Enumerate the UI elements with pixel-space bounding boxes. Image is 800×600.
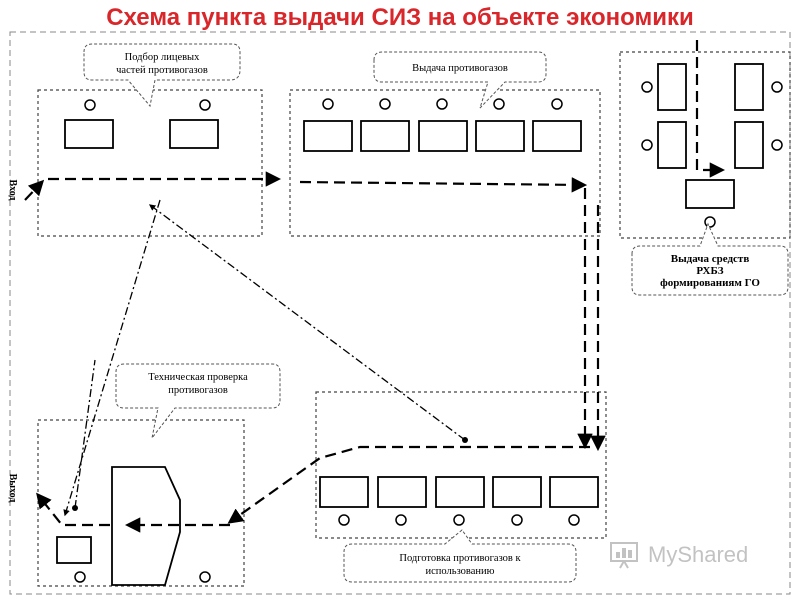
table <box>303 120 353 152</box>
seat-marker <box>436 98 448 110</box>
check-table <box>111 466 181 586</box>
table <box>64 119 114 149</box>
seat-marker <box>74 571 86 583</box>
seat-marker <box>453 514 465 526</box>
callout-mask-selection: Подбор лицевых частей противогазов <box>83 43 241 108</box>
callout-label: Техническая проверка <box>148 372 248 383</box>
callout-gasmask-issue: Выдача противогазов <box>373 51 547 109</box>
table <box>734 63 764 111</box>
seat-marker <box>493 98 505 110</box>
seat-marker <box>338 514 350 526</box>
seat-marker <box>199 571 211 583</box>
callout-label: противогазов <box>168 385 228 396</box>
callout-label: Выдача средств <box>671 253 750 265</box>
table <box>169 119 219 149</box>
seat-marker <box>395 514 407 526</box>
watermark: MyShared <box>608 538 778 574</box>
flow-dot <box>462 437 468 443</box>
callout-rhbz-issue: Выдача средств РХБЗ формированиям ГО <box>631 222 789 296</box>
zone-prep <box>315 391 607 539</box>
table <box>377 476 427 508</box>
presentation-board-icon <box>610 542 638 569</box>
table <box>734 121 764 169</box>
flow-dot <box>72 505 78 511</box>
callout-label: использованию <box>426 566 495 577</box>
callout-label: частей противогазов <box>116 65 208 76</box>
seat-marker <box>771 81 783 93</box>
callout-label: Подготовка противогазов к <box>399 553 521 564</box>
callout-label: формированиям ГО <box>660 277 760 289</box>
table <box>492 476 542 508</box>
table <box>435 476 485 508</box>
zone-rhbz-issue <box>619 51 791 239</box>
callout-prep: Подготовка противогазов к использованию <box>343 529 577 583</box>
zone-gasmask-issue <box>289 89 601 237</box>
seat-marker <box>551 98 563 110</box>
flow-to-rhbz <box>695 40 726 178</box>
secondary-return <box>74 359 96 509</box>
flow-to-prep <box>227 445 590 524</box>
seat-marker <box>379 98 391 110</box>
table <box>475 120 525 152</box>
table <box>56 536 92 564</box>
watermark-text: MyShared <box>648 542 749 567</box>
table <box>549 476 599 508</box>
secondary-check-loop <box>63 199 161 517</box>
seat-marker <box>322 98 334 110</box>
table <box>685 179 735 209</box>
seat-marker <box>704 216 716 228</box>
secondary-to-check <box>148 204 466 441</box>
seat-marker <box>641 81 653 93</box>
table <box>657 121 687 169</box>
table <box>319 476 369 508</box>
callout-tech-check: Техническая проверка противогазов <box>115 363 281 439</box>
secondary-flow <box>63 199 466 517</box>
table <box>532 120 582 152</box>
table <box>418 120 468 152</box>
table <box>657 63 687 111</box>
page-title: Схема пункта выдачи СИЗ на объекте эконо… <box>106 4 694 31</box>
outer-frame <box>9 31 791 595</box>
seat-marker <box>641 139 653 151</box>
seat-marker <box>568 514 580 526</box>
seat-marker <box>199 99 211 111</box>
zone-mask-selection <box>37 89 263 237</box>
seat-marker <box>511 514 523 526</box>
seat-marker <box>84 99 96 111</box>
callout-label: Выдача противогазов <box>412 63 508 74</box>
exit-label: Выход <box>7 474 18 503</box>
entrance-label: Вход <box>7 180 18 201</box>
seat-marker <box>771 139 783 151</box>
flow-entrance <box>24 179 45 201</box>
main-flow <box>24 40 726 533</box>
flow-check-to-exit <box>36 492 110 527</box>
callout-label: РХБЗ <box>696 265 723 277</box>
table <box>360 120 410 152</box>
callout-label: Подбор лицевых <box>125 52 200 63</box>
flow-across-issue <box>299 177 588 193</box>
